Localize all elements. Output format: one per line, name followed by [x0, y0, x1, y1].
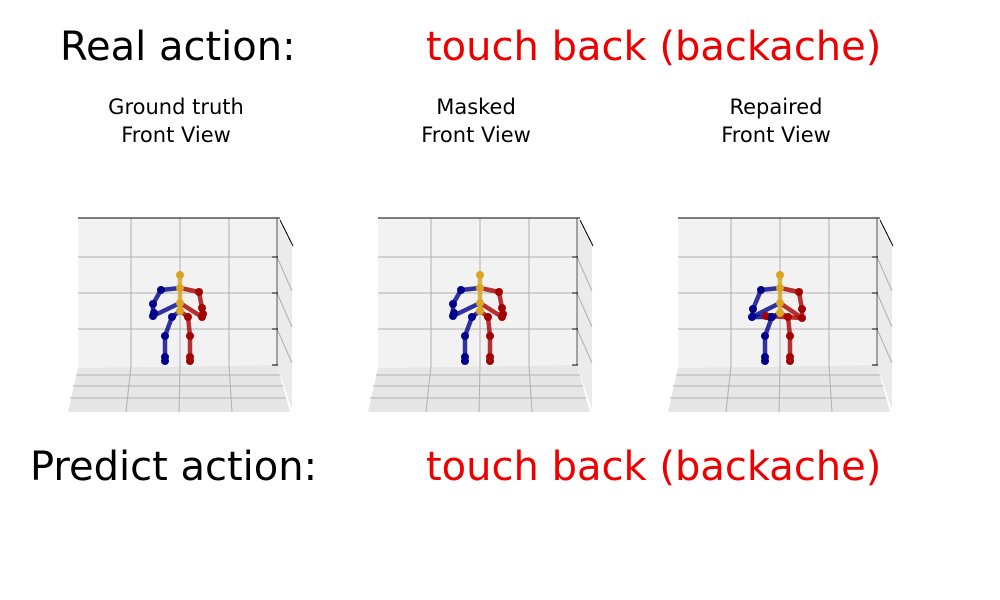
skeleton-joint: [495, 288, 503, 296]
axis-tick: [588, 237, 594, 247]
skeleton-bone: [777, 300, 805, 321]
skeleton-joint: [776, 271, 784, 279]
grid-line: [876, 328, 893, 364]
skeleton-joint: [161, 357, 169, 365]
skeleton-joint: [761, 357, 769, 365]
skeleton-joint: [457, 286, 465, 294]
skeleton-bone: [177, 300, 205, 320]
skeleton-joint: [476, 299, 484, 307]
skeleton-joint: [784, 313, 792, 321]
grid-line: [876, 256, 893, 292]
skeleton-joint: [486, 332, 494, 340]
skeleton-joint: [798, 314, 806, 322]
skeleton-joint: [484, 313, 492, 321]
skeleton-joint: [157, 286, 165, 294]
skeleton-joint: [176, 284, 184, 292]
skeleton-joint: [768, 313, 776, 321]
skeleton-bone: [749, 300, 783, 320]
skeleton-joint: [184, 313, 192, 321]
grid-line: [125, 365, 132, 413]
grid-line: [178, 365, 181, 413]
skeleton-joint: [161, 332, 169, 340]
skeleton-joint: [461, 332, 469, 340]
grid-line: [276, 256, 293, 292]
skeleton-joint: [468, 313, 476, 321]
skeleton-joint: [786, 332, 794, 340]
grid-line: [228, 365, 233, 413]
panel-title-line1: Repaired: [729, 95, 823, 119]
predict-action-value: touch back (backache): [426, 444, 882, 490]
skeleton-joint: [476, 307, 484, 315]
grid-line: [425, 365, 432, 413]
skeleton-joint: [476, 271, 484, 279]
skeleton-joint: [461, 357, 469, 365]
skeleton-joint: [186, 332, 194, 340]
skeleton-joint: [176, 271, 184, 279]
skeleton-joint: [762, 312, 770, 320]
skeleton-joint: [798, 305, 806, 313]
panel-title-masked: Masked Front View: [366, 93, 586, 149]
grid-line: [478, 365, 481, 413]
grid-line: [725, 365, 732, 413]
panel-title-repaired: Repaired Front View: [666, 93, 886, 149]
plot-panel-0: [68, 217, 294, 413]
plot-panel-2: [668, 217, 894, 413]
panel-title-line1: Masked: [436, 95, 516, 119]
panel-title-ground-truth: Ground truth Front View: [66, 93, 286, 149]
skeleton-joint: [176, 307, 184, 315]
skeleton-joint: [149, 300, 157, 308]
skeleton-joint: [476, 284, 484, 292]
skeleton-joint: [449, 300, 457, 308]
skeleton-joint: [499, 310, 507, 318]
floor: [668, 365, 890, 412]
panel-title-line2: Front View: [121, 123, 231, 147]
skeleton-joint: [450, 309, 458, 317]
grid-line: [778, 365, 781, 413]
skeleton-joint: [795, 288, 803, 296]
grid-line: [276, 292, 293, 328]
skeleton-joint: [757, 286, 765, 294]
grid-line: [276, 328, 293, 364]
grid-line: [576, 328, 593, 364]
skeleton-joint: [786, 357, 794, 365]
panel-title-line1: Ground truth: [108, 95, 244, 119]
skeleton-joint: [198, 304, 206, 312]
skeleton-joint: [186, 357, 194, 365]
skeleton-joint: [748, 313, 756, 321]
skeleton-joint: [761, 332, 769, 340]
skeleton-joint: [486, 357, 494, 365]
skeleton-joint: [168, 313, 176, 321]
floor: [368, 365, 590, 412]
grid-line: [576, 256, 593, 292]
axis-tick: [288, 237, 294, 247]
axis-tick: [888, 237, 894, 247]
skeleton-bone: [477, 300, 505, 320]
skeleton-joint: [176, 299, 184, 307]
skeleton-joint: [150, 309, 158, 317]
skeleton-joint: [195, 288, 203, 296]
grid-line: [876, 292, 893, 328]
skeleton-joint: [749, 305, 757, 313]
grid-line: [828, 365, 833, 413]
real-action-label: Real action:: [60, 24, 296, 70]
floor: [68, 365, 290, 412]
plot-panel-1: [368, 217, 594, 413]
panel-title-line2: Front View: [421, 123, 531, 147]
predict-action-label: Predict action:: [30, 444, 318, 490]
grid-line: [528, 365, 533, 413]
skeleton-joint: [776, 299, 784, 307]
panel-title-line2: Front View: [721, 123, 831, 147]
skeleton-joint: [199, 310, 207, 318]
real-action-value: touch back (backache): [426, 24, 882, 70]
skeleton-joint: [776, 284, 784, 292]
skeleton-joint: [498, 304, 506, 312]
skeleton-joint: [776, 309, 784, 317]
grid-line: [576, 292, 593, 328]
